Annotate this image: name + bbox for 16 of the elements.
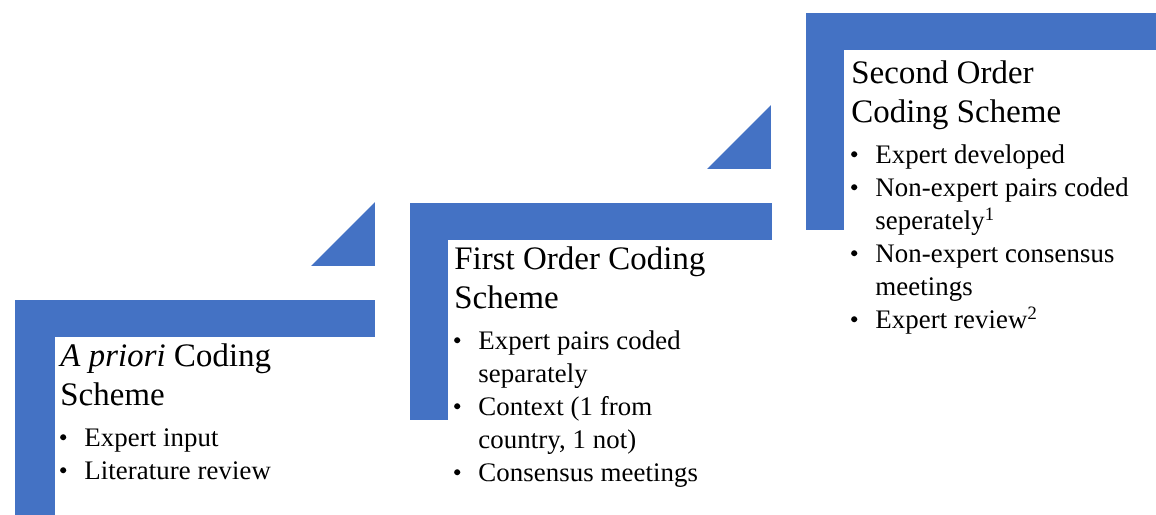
- bullet-item: Expert pairs coded separately: [454, 330, 681, 388]
- bullet-item: Non-expert pairs coded seperately$^{1}$: [851, 177, 1129, 235]
- step-shape: [15, 300, 375, 515]
- bullet-item: Consensus meetings: [454, 463, 697, 487]
- bullet-item: Expert review$^{2}$: [851, 306, 1036, 334]
- step-heading: A priori Coding Scheme: [58, 343, 271, 406]
- bullet-item: Expert input: [60, 428, 219, 452]
- bullet-item: Non-expert consensus meetings: [851, 244, 1114, 301]
- bullet-item: Literature review: [60, 461, 271, 480]
- step-arrow: [707, 105, 771, 169]
- step-shape: [410, 203, 772, 420]
- bullet-item: Expert developed: [851, 144, 1065, 169]
- step-heading: First Order Coding Scheme: [455, 246, 705, 309]
- step-arrow: [311, 202, 375, 266]
- step-heading: Second Order Coding Scheme: [852, 60, 1060, 130]
- bullet-item: Context (1 from country, 1 not): [454, 396, 652, 454]
